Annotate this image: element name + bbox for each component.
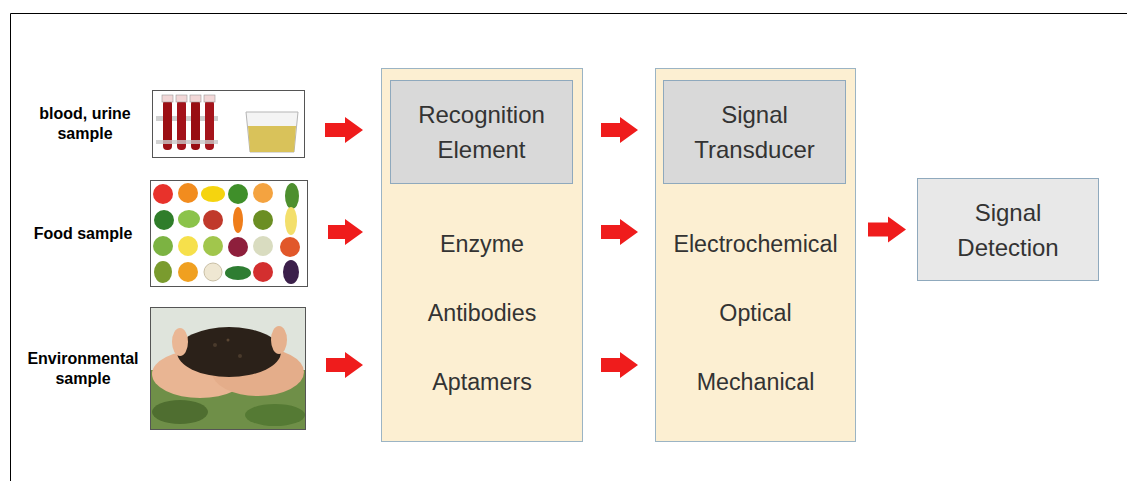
picture-ground [150, 180, 308, 287]
stage-header-box: Signal Transducer [663, 80, 846, 184]
food-item [153, 184, 173, 204]
food-item [154, 261, 172, 283]
block-arrow [868, 217, 906, 243]
sample-label: blood, urine sample [21, 104, 149, 144]
block-arrow [601, 352, 638, 378]
box-text: Signal Detection [938, 195, 1078, 265]
urine-cup [246, 112, 298, 152]
food-item [228, 237, 248, 257]
tube-cap [190, 95, 201, 102]
food-item [253, 262, 273, 282]
sample-label: Environmental sample [19, 349, 147, 389]
block-arrow [601, 219, 638, 245]
food-item [204, 263, 222, 281]
food-item [178, 183, 198, 203]
food-item [283, 260, 299, 284]
sample-picture-frame: Environmental sample [150, 307, 306, 430]
stage-panel: EnzymeAntibodiesAptamers Recognition Elem… [381, 68, 583, 442]
option-text: Mechanical [656, 365, 855, 399]
outer-frame [11, 14, 1127, 481]
stage-panel: ElectrochemicalOpticalMechanical Signal T… [655, 68, 856, 442]
stage-header-box: Recognition Element [390, 80, 573, 184]
food-picture [150, 180, 308, 287]
thumb [271, 326, 287, 354]
food-item [201, 186, 225, 202]
option-text: Antibodies [382, 296, 582, 330]
tube-cap [204, 95, 215, 102]
food-item [225, 266, 251, 280]
process-box: Signal Detection [917, 178, 1099, 281]
food-item [178, 236, 198, 256]
food-item [153, 236, 173, 256]
food-item [203, 210, 223, 230]
food-item [253, 210, 273, 230]
block-arrow [326, 352, 363, 378]
thumb [172, 328, 188, 356]
food-item [253, 183, 273, 203]
food-item [233, 207, 243, 233]
grass-patch [245, 404, 305, 426]
sample-label: Food sample [19, 224, 147, 244]
tube-rack [156, 140, 218, 144]
food-item [280, 237, 300, 257]
block-arrow [601, 117, 638, 143]
food-item [228, 184, 248, 204]
sample-picture-frame: Food sample [150, 180, 308, 287]
food-item [253, 236, 273, 256]
option-text: Aptamers [382, 365, 582, 399]
soil-speck [213, 343, 217, 347]
picture-ground [152, 90, 305, 158]
food-item [154, 210, 174, 230]
food-item [285, 207, 297, 235]
food-item [285, 183, 299, 209]
grass-patch [152, 400, 208, 424]
header-text: Signal Transducer [680, 97, 830, 167]
sample-picture-frame: blood, urine sample [152, 90, 305, 158]
option-text: Optical [656, 296, 855, 330]
block-arrow [328, 219, 363, 245]
food-item [178, 262, 198, 282]
food-item [178, 210, 200, 228]
tube-cap [176, 95, 187, 102]
option-text: Enzyme [382, 227, 582, 261]
header-text: Recognition Element [407, 97, 557, 167]
blood-urine-picture [152, 90, 305, 158]
urine-liquid [248, 126, 296, 152]
soil-speck [227, 339, 230, 342]
block-arrow [325, 117, 363, 143]
soil-speck [238, 354, 242, 358]
soil [177, 327, 281, 377]
environment-picture [150, 307, 306, 430]
tube-cap [162, 95, 173, 102]
food-item [203, 236, 223, 256]
option-text: Electrochemical [656, 227, 855, 261]
